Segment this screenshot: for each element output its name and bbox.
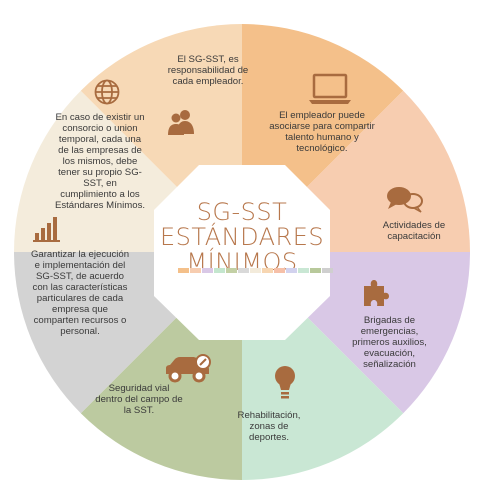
palette-swatch (250, 268, 261, 273)
palette-swatch (226, 268, 237, 273)
center-title: SG-SST ESTÁNDARES MÍNIMOS (160, 200, 324, 275)
bar-chart-icon (33, 217, 60, 242)
people-icon (168, 110, 194, 135)
globe-icon (94, 79, 120, 105)
color-palette-strip (178, 268, 334, 273)
palette-swatch (286, 268, 297, 273)
title-line-1: SG-SST (196, 198, 288, 226)
palette-swatch (190, 268, 201, 273)
palette-swatch (322, 268, 333, 273)
palette-swatch (214, 268, 225, 273)
segment-text-rehabilitacion: Rehabilitación, zonas de deportes. (237, 410, 301, 443)
laptop-icon (309, 73, 351, 104)
palette-swatch (310, 268, 321, 273)
puzzle-icon (364, 280, 389, 306)
center-octagon (154, 165, 330, 340)
palette-swatch (274, 268, 285, 273)
segment-text-consorcio: En caso de existir un consorcio o union … (54, 112, 146, 211)
chat-bubbles-icon (387, 187, 423, 213)
segment-text-brigadas: Brigadas de emergencias, primeros auxili… (352, 315, 427, 370)
palette-swatch (298, 268, 309, 273)
palette-swatch (238, 268, 249, 273)
lightbulb-icon (275, 366, 295, 399)
segment-text-seguridad-vial: Seguridad vial dentro del campo de la SS… (95, 383, 183, 416)
segment-text-talento: El empleador puede asociarse para compar… (269, 110, 375, 154)
palette-swatch (262, 268, 273, 273)
title-line-2: ESTÁNDARES (160, 223, 325, 251)
palette-swatch (178, 268, 189, 273)
palette-swatch (202, 268, 213, 273)
segment-text-garantizar: Garantizar la ejecución e implementación… (30, 249, 130, 337)
segment-text-capacitacion: Actividades de capacitación (382, 220, 446, 242)
segment-text-responsabilidad: El SG-SST, es responsabilidad de cada em… (167, 54, 249, 87)
car-wrench-icon (166, 354, 211, 383)
